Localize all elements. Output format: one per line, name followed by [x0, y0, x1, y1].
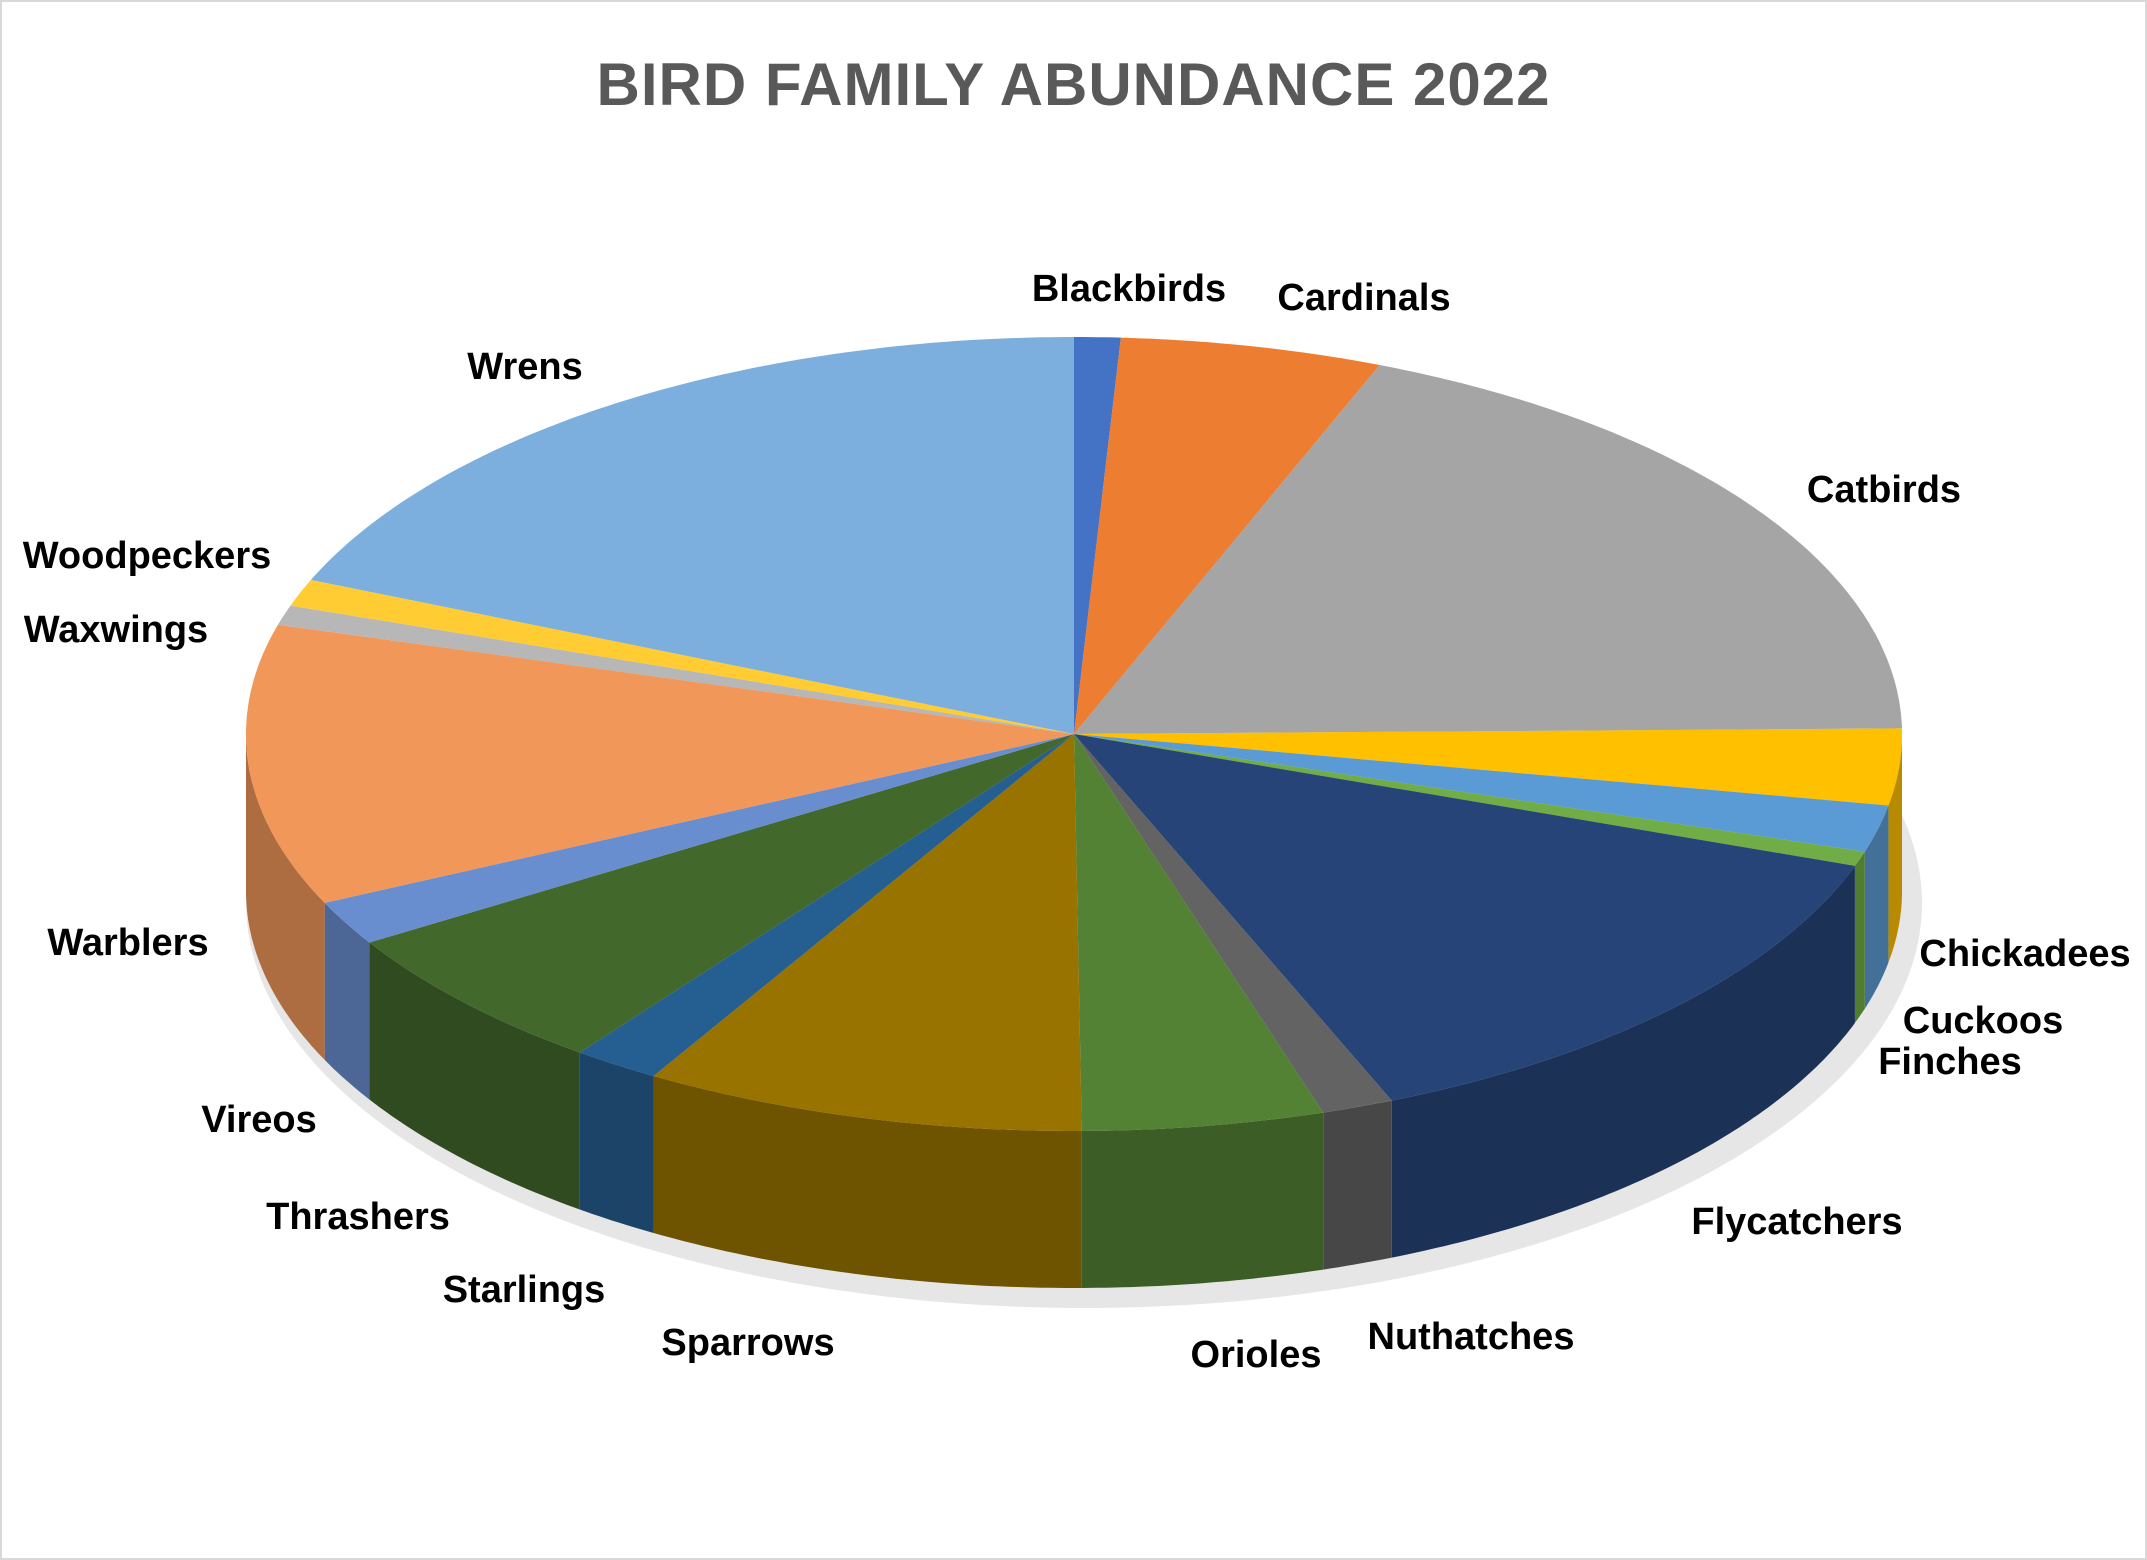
- pie-side-starlings: [579, 1052, 654, 1233]
- data-label-finches: Finches: [1878, 1041, 2022, 1083]
- pie-slice-warblers: [246, 624, 1074, 903]
- pie-side-cuckoos: [1864, 805, 1889, 1009]
- data-label-thrashers: Thrashers: [266, 1196, 450, 1238]
- pie-slice-finches: [1074, 734, 1865, 866]
- pie-slice-wrens: [310, 337, 1074, 734]
- data-label-blackbirds: Blackbirds: [1032, 268, 1226, 310]
- pie-side-orioles: [1081, 1112, 1324, 1288]
- pie-slice-sparrows: [653, 734, 1082, 1131]
- pie-slice-starlings: [579, 734, 1074, 1076]
- pie-slice-thrashers: [369, 734, 1074, 1053]
- pie-slice-waxwings: [278, 605, 1074, 734]
- pie-slice-vireos: [324, 734, 1074, 943]
- pie-side-nuthatches: [1323, 1100, 1392, 1270]
- pie-slice-cuckoos: [1074, 734, 1889, 852]
- data-label-vireos: Vireos: [201, 1099, 316, 1141]
- data-label-woodpeckers: Woodpeckers: [23, 535, 271, 577]
- pie-slice-chickadees: [1074, 728, 1902, 806]
- data-label-catbirds: Catbirds: [1807, 469, 1961, 511]
- data-label-cardinals: Cardinals: [1277, 277, 1450, 319]
- data-label-orioles: Orioles: [1191, 1334, 1322, 1376]
- data-label-wrens: Wrens: [467, 346, 582, 388]
- pie-slice-nuthatches: [1074, 734, 1392, 1113]
- data-label-starlings: Starlings: [443, 1269, 606, 1311]
- data-label-nuthatches: Nuthatches: [1368, 1316, 1575, 1358]
- chart-title: BIRD FAMILY ABUNDANCE 2022: [596, 51, 1551, 118]
- pie-side-thrashers: [369, 942, 580, 1210]
- pie-side-sparrows: [653, 1076, 1082, 1288]
- data-label-chickadees: Chickadees: [1919, 933, 2130, 975]
- data-label-cuckoos: Cuckoos: [1903, 1000, 2063, 1042]
- pie-slice-cardinals: [1074, 337, 1380, 734]
- pie-slice-blackbirds: [1074, 337, 1121, 734]
- pie-slice-catbirds: [1074, 365, 1902, 734]
- data-label-sparrows: Sparrows: [661, 1322, 834, 1364]
- data-label-flycatchers: Flycatchers: [1691, 1201, 1902, 1243]
- pie-side-flycatchers: [1391, 865, 1855, 1258]
- pie-side-chickadees: [1888, 734, 1902, 963]
- data-label-waxwings: Waxwings: [24, 609, 208, 651]
- pie-side-warblers: [246, 734, 325, 1060]
- pie-side-vireos: [324, 902, 370, 1100]
- pie-slice-orioles: [1074, 734, 1324, 1131]
- pie-slice-woodpeckers: [290, 579, 1074, 734]
- data-label-warblers: Warblers: [47, 922, 208, 964]
- pie-side-finches: [1854, 851, 1865, 1023]
- pie-slice-flycatchers: [1074, 734, 1855, 1101]
